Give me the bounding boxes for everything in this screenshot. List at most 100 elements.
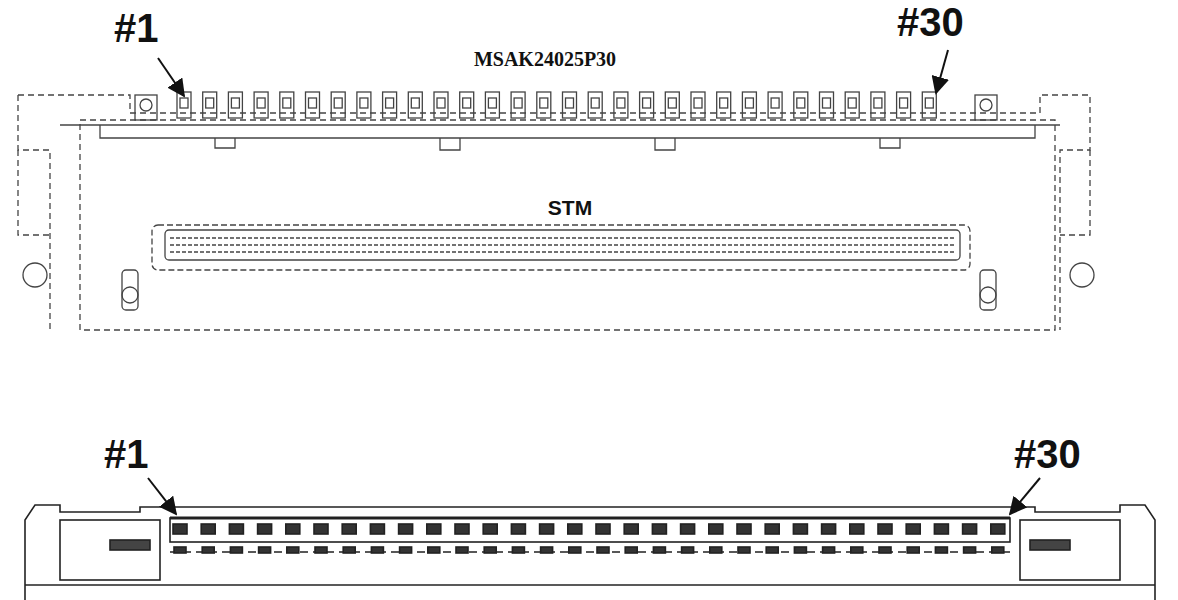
pin-window	[334, 98, 342, 108]
pin	[357, 92, 371, 118]
pin-window	[874, 98, 882, 108]
pin	[742, 92, 756, 118]
pin	[822, 524, 836, 534]
brand-mark: STM	[546, 196, 594, 219]
pin-callout: #1	[112, 6, 161, 50]
pin	[370, 524, 384, 534]
pin-window	[206, 98, 214, 108]
pin-window	[514, 98, 522, 108]
pin	[652, 524, 666, 534]
pin-foot	[230, 547, 242, 553]
pin	[850, 524, 864, 534]
pin	[203, 92, 217, 118]
pin-foot	[202, 547, 214, 553]
pin	[460, 92, 474, 118]
pin	[399, 524, 413, 534]
pin	[201, 524, 215, 534]
pin	[768, 92, 782, 118]
pin-foot	[879, 547, 891, 553]
pin-window	[437, 98, 445, 108]
pin-foot	[907, 547, 919, 553]
pin-window	[668, 98, 676, 108]
pin	[228, 92, 242, 118]
pin-window	[411, 98, 419, 108]
pin	[681, 524, 695, 534]
pin-foot	[315, 547, 327, 553]
side-view	[25, 505, 1155, 600]
pin-window	[745, 98, 753, 108]
pin-foot	[343, 547, 355, 553]
pin	[717, 92, 731, 118]
pin	[511, 524, 525, 534]
part-number: MSAK24025P30	[472, 48, 618, 70]
pin	[258, 524, 272, 534]
pin-window	[643, 98, 651, 108]
pin-window	[771, 98, 779, 108]
pin-window	[283, 98, 291, 108]
pin	[306, 92, 320, 118]
pin-window	[386, 98, 394, 108]
pin	[871, 92, 885, 118]
pin-foot	[935, 547, 947, 553]
pin-foot	[569, 547, 581, 553]
pin	[331, 92, 345, 118]
pin-window	[488, 98, 496, 108]
pin	[640, 92, 654, 118]
pin	[286, 524, 300, 534]
pin	[280, 92, 294, 118]
pin	[624, 524, 638, 534]
pin-window	[309, 98, 317, 108]
pin-foot	[371, 547, 383, 553]
pin-window	[257, 98, 265, 108]
pin	[665, 92, 679, 118]
pin	[563, 92, 577, 118]
leader-arrows	[148, 50, 1040, 514]
pin	[922, 92, 936, 118]
pin-foot	[597, 547, 609, 553]
pin-window	[566, 98, 574, 108]
pin	[596, 524, 610, 534]
pin	[793, 524, 807, 534]
pin-foot	[259, 547, 271, 553]
pin	[794, 92, 808, 118]
pin-foot	[766, 547, 778, 553]
pin	[383, 92, 397, 118]
pin-window	[925, 98, 933, 108]
pin-callout: #1	[102, 432, 151, 476]
pin-foot	[484, 547, 496, 553]
pin	[845, 92, 859, 118]
pin-window	[848, 98, 856, 108]
top-view	[18, 92, 1094, 330]
pin-foot	[992, 547, 1004, 553]
pin-foot	[512, 547, 524, 553]
pin-foot	[851, 547, 863, 553]
pin	[897, 92, 911, 118]
pin-callout: #30	[895, 0, 966, 44]
pin-window	[540, 98, 548, 108]
pin	[408, 92, 422, 118]
pin-window	[463, 98, 471, 108]
pin	[991, 524, 1005, 534]
pin-foot	[823, 547, 835, 553]
pin-window	[900, 98, 908, 108]
pin-foot	[456, 547, 468, 553]
pin	[537, 92, 551, 118]
pin-callout: #30	[1012, 432, 1083, 476]
pin-foot	[738, 547, 750, 553]
pin	[568, 524, 582, 534]
pin	[485, 92, 499, 118]
pin-window	[617, 98, 625, 108]
pin-window	[231, 98, 239, 108]
pin	[906, 524, 920, 534]
pin-foot	[287, 547, 299, 553]
pin-window	[720, 98, 728, 108]
pin	[765, 524, 779, 534]
pin-foot	[174, 547, 186, 553]
pin	[254, 92, 268, 118]
pin-foot	[400, 547, 412, 553]
pin	[483, 524, 497, 534]
pin	[427, 524, 441, 534]
pin	[691, 92, 705, 118]
pin-foot	[428, 547, 440, 553]
